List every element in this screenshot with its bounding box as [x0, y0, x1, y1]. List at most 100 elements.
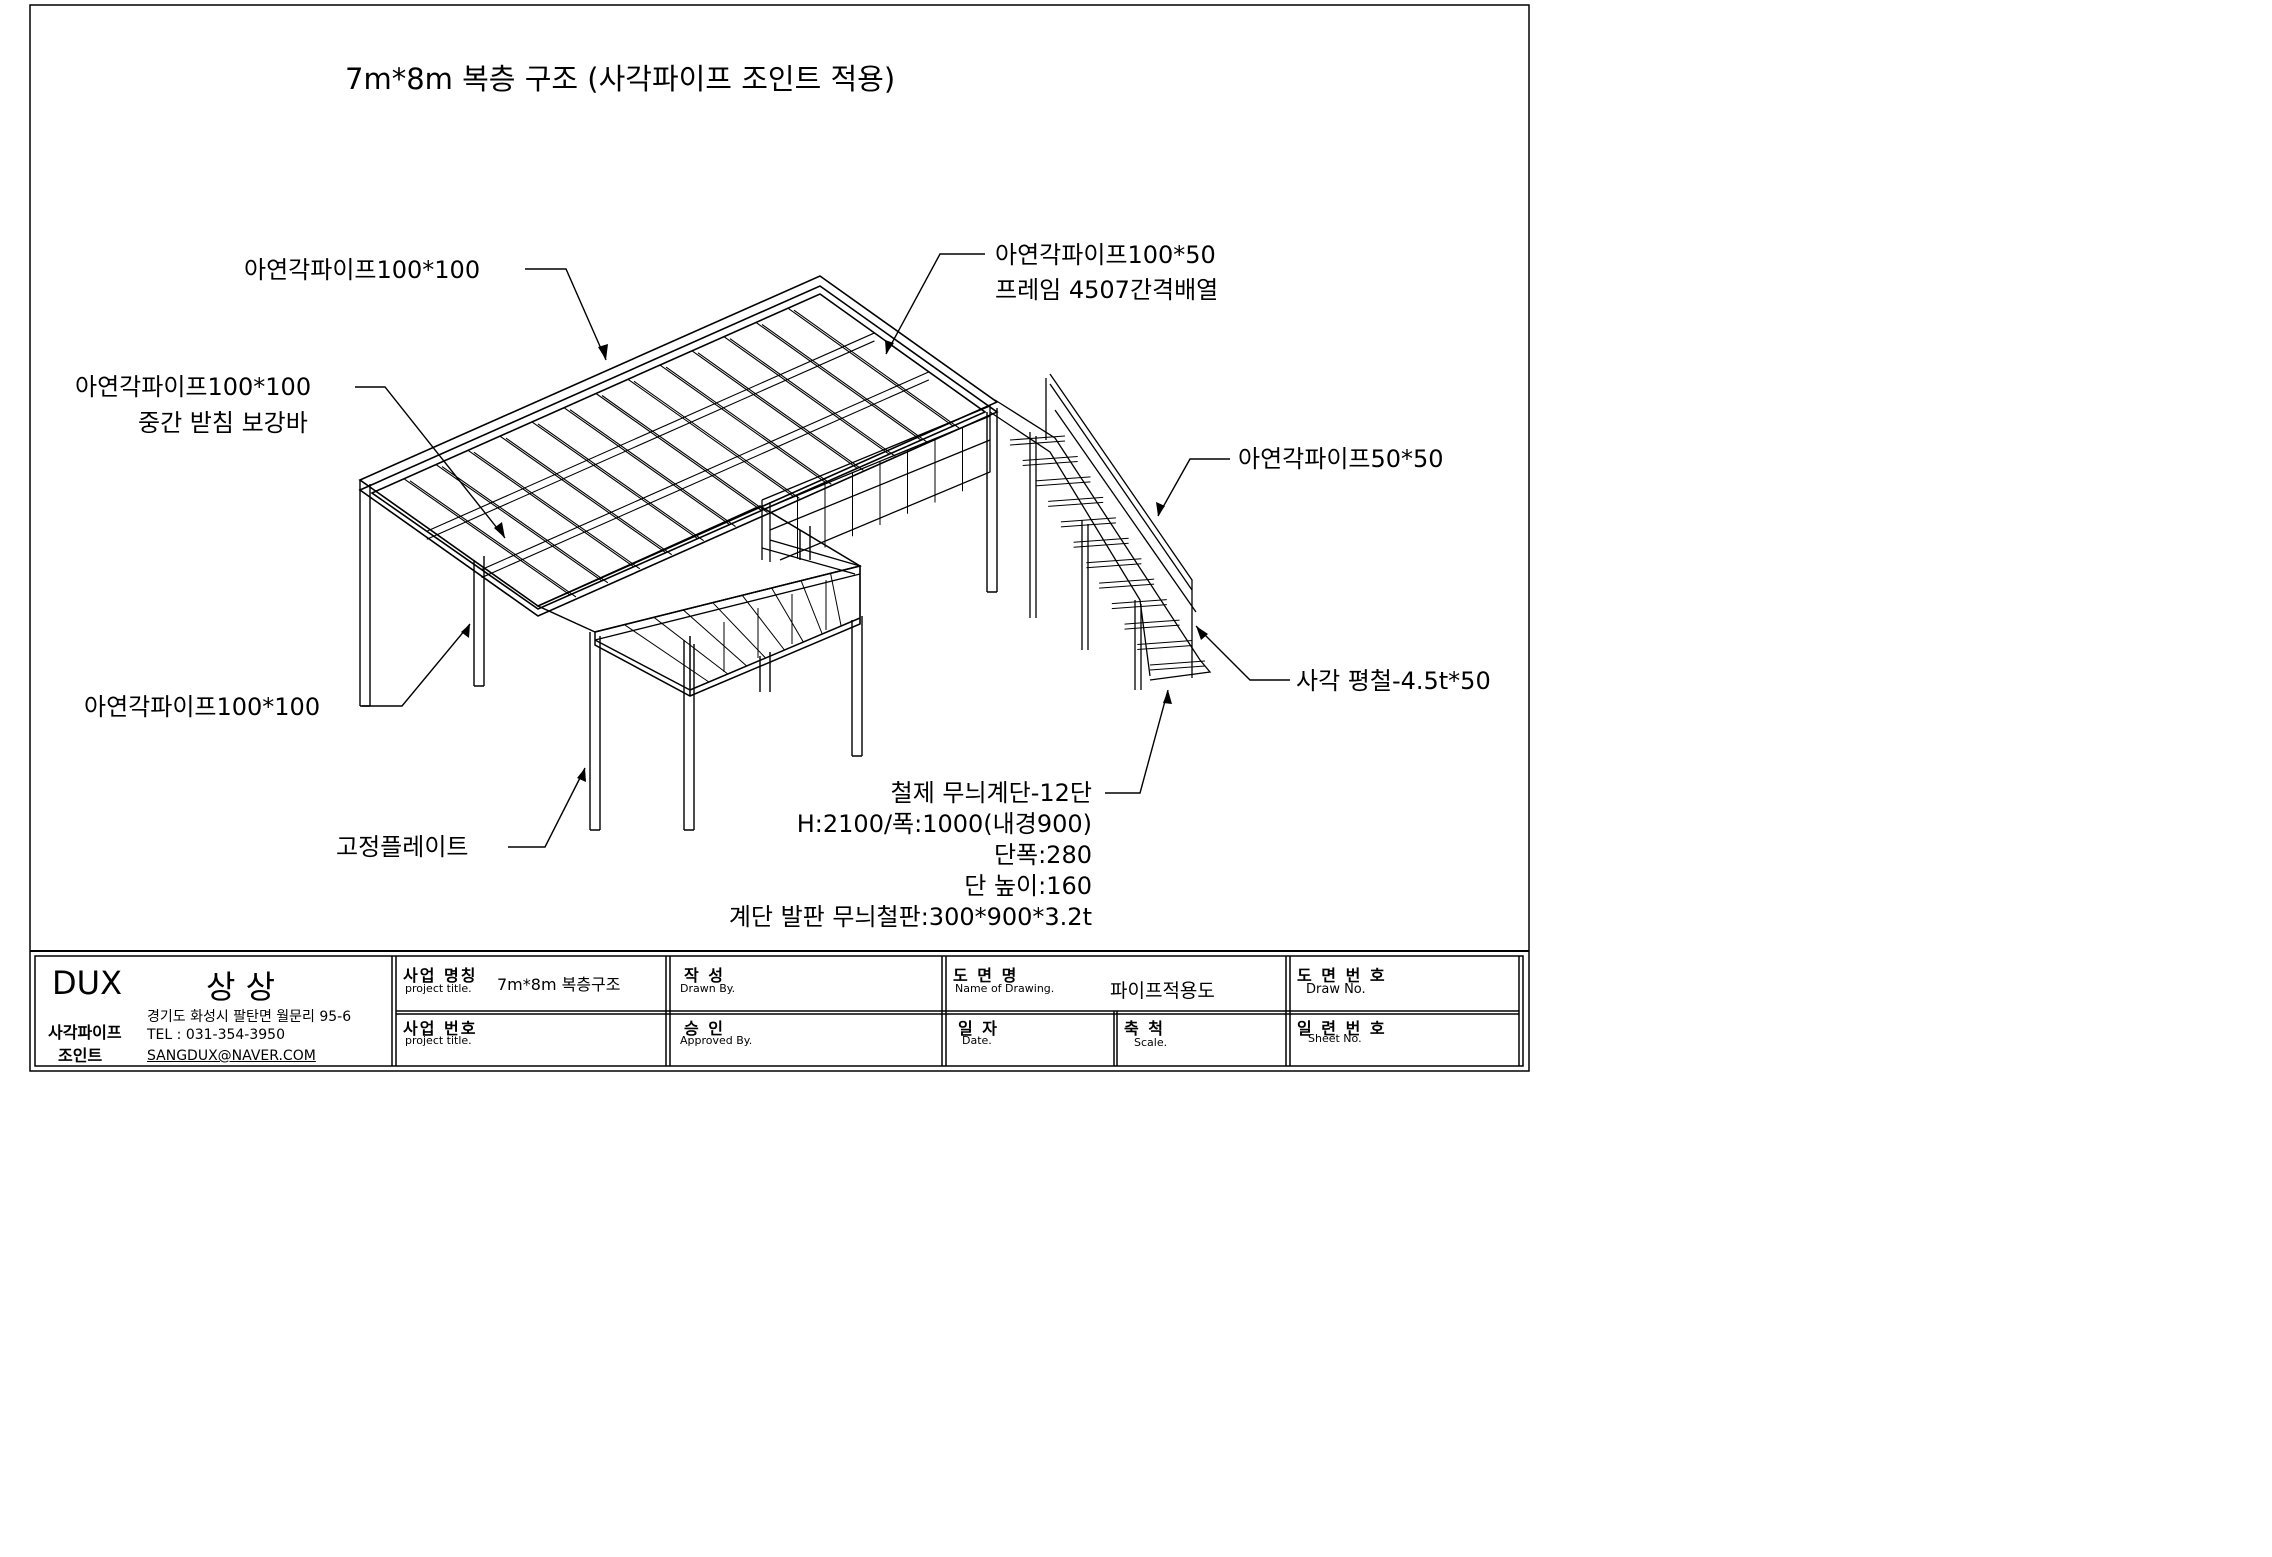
- joist: [595, 393, 762, 511]
- lower-joist: [741, 595, 785, 651]
- label-stair-size: H:2100/폭:1000(내경900): [796, 810, 1092, 838]
- stair-step-edge: [1099, 583, 1155, 589]
- company-dept-2: 조인트: [58, 1046, 103, 1065]
- joist: [435, 464, 603, 582]
- stair-step-edge: [1086, 563, 1142, 569]
- structure-drawing: [29, 4, 1530, 1072]
- joist-edge: [761, 323, 928, 443]
- draw-no-label-en: Draw No.: [1306, 982, 1366, 997]
- stair-step: [1035, 476, 1091, 482]
- joist: [499, 435, 667, 554]
- lower-joist: [712, 602, 766, 659]
- joist: [403, 478, 571, 596]
- joist: [787, 307, 954, 427]
- stair-step: [1022, 455, 1078, 461]
- stair-step: [1124, 619, 1180, 625]
- deck-frame: [358, 275, 999, 617]
- stair-step: [1009, 435, 1066, 441]
- stair-step-edge: [1137, 645, 1193, 651]
- lower-joist: [771, 587, 804, 643]
- label-flat-bar: 사각 평철-4.5t*50: [1296, 667, 1491, 695]
- joist: [627, 378, 794, 497]
- leader-lines: [355, 253, 1290, 848]
- joist: [723, 336, 890, 455]
- cross-beam: [481, 371, 930, 571]
- stair-steps: [1009, 435, 1206, 671]
- joist: [755, 321, 922, 441]
- drawing-name-label: 도 면 명: [953, 966, 1019, 985]
- stair-step-edge: [1022, 460, 1078, 466]
- scale-label: 축 척: [1124, 1019, 1166, 1038]
- joist: [691, 350, 858, 469]
- joist: [467, 449, 635, 568]
- cross-beam-edge: [426, 340, 875, 540]
- stair-step: [1149, 660, 1206, 666]
- label-mid-pipe: 아연각파이프100*100: [75, 373, 312, 401]
- joist-edge: [569, 409, 736, 528]
- joist-edge: [665, 366, 832, 485]
- drawing-title: 7m*8m 복층 구조 (사각파이프 조인트 적용): [345, 62, 896, 96]
- project-title-label-en: project title.: [405, 982, 472, 995]
- lower-joist: [800, 580, 823, 635]
- project-no-label: 사업 번호: [403, 1019, 478, 1038]
- titleblock-grid: [34, 955, 1524, 1067]
- label-mid-support: 중간 받침 보강바: [138, 409, 308, 437]
- joists: [403, 307, 960, 598]
- arrowheads: [461, 340, 1208, 782]
- joist-edge: [441, 466, 609, 584]
- sheet-no-label: 일 련 번 호: [1297, 1019, 1387, 1038]
- project-title-label: 사업 명칭: [403, 966, 478, 985]
- stair-step-edge: [1009, 440, 1066, 446]
- company-address: 경기도 화성시 팔탄면 월문리 95-6: [147, 1009, 352, 1025]
- stair-step: [1111, 599, 1167, 605]
- company-logo: DUX: [52, 964, 122, 1002]
- cross-beam-edge: [481, 379, 930, 579]
- drawing-name-label-en: Name of Drawing.: [955, 982, 1055, 995]
- label-column-pipe: 아연각파이프100*100: [84, 693, 321, 721]
- joist-edge: [633, 380, 800, 499]
- joist-edge: [537, 423, 704, 542]
- lower-joist: [830, 573, 842, 627]
- sheet-border: [29, 4, 1530, 1072]
- company-email: SANGDUX@NAVER.COM: [147, 1048, 316, 1064]
- stair-step: [1137, 640, 1193, 646]
- company-dept-1: 사각파이프: [48, 1023, 122, 1042]
- date-label: 일 자: [958, 1019, 1000, 1038]
- label-frame-spacing: 프레임 4507간격배열: [995, 276, 1219, 304]
- stair-step-edge: [1048, 501, 1104, 507]
- joist-edge: [793, 309, 960, 429]
- approved-by-label-en: Approved By.: [680, 1034, 753, 1047]
- railing-posts: [723, 427, 963, 672]
- joist: [563, 407, 730, 526]
- drawn-by-label-en: Drawn By.: [680, 982, 736, 995]
- company-name: 상 상: [206, 968, 276, 1006]
- staircase: [989, 373, 1212, 690]
- joist-edge: [409, 480, 577, 598]
- stair-step: [1048, 496, 1104, 502]
- scale-label-en: Scale.: [1134, 1036, 1168, 1049]
- stair-step: [1060, 517, 1116, 523]
- joist-edge: [601, 395, 768, 513]
- label-rail-pipe: 아연각파이프50*50: [1238, 445, 1444, 473]
- lower-joist: [653, 616, 729, 675]
- joist-edge: [697, 352, 864, 471]
- joist: [531, 421, 698, 540]
- joist: [659, 364, 826, 483]
- approved-by-label: 승 인: [684, 1019, 726, 1038]
- label-frame-pipe: 아연각파이프100*50: [995, 241, 1216, 269]
- project-title-value: 7m*8m 복층구조: [497, 975, 621, 994]
- sheet-no-label-en: Sheet No.: [1308, 1032, 1362, 1045]
- drawing-sheet: 7m*8m 복층 구조 (사각파이프 조인트 적용) 아연각파이프100*100…: [0, 0, 1568, 1076]
- stair-step: [1099, 578, 1155, 584]
- stair-step-edge: [1111, 604, 1167, 610]
- joist-edge: [473, 451, 641, 570]
- drawing-name-value: 파이프적용도: [1110, 980, 1215, 1002]
- label-stair-rise: 단 높이:160: [964, 872, 1092, 900]
- drawn-by-label: 작 성: [684, 966, 726, 985]
- joist-edge: [729, 338, 896, 457]
- stair-step-edge: [1035, 481, 1091, 487]
- stair-step-edge: [1124, 624, 1180, 630]
- stair-step-edge: [1149, 665, 1206, 671]
- lower-joist: [683, 609, 747, 667]
- stair-step: [1073, 537, 1129, 543]
